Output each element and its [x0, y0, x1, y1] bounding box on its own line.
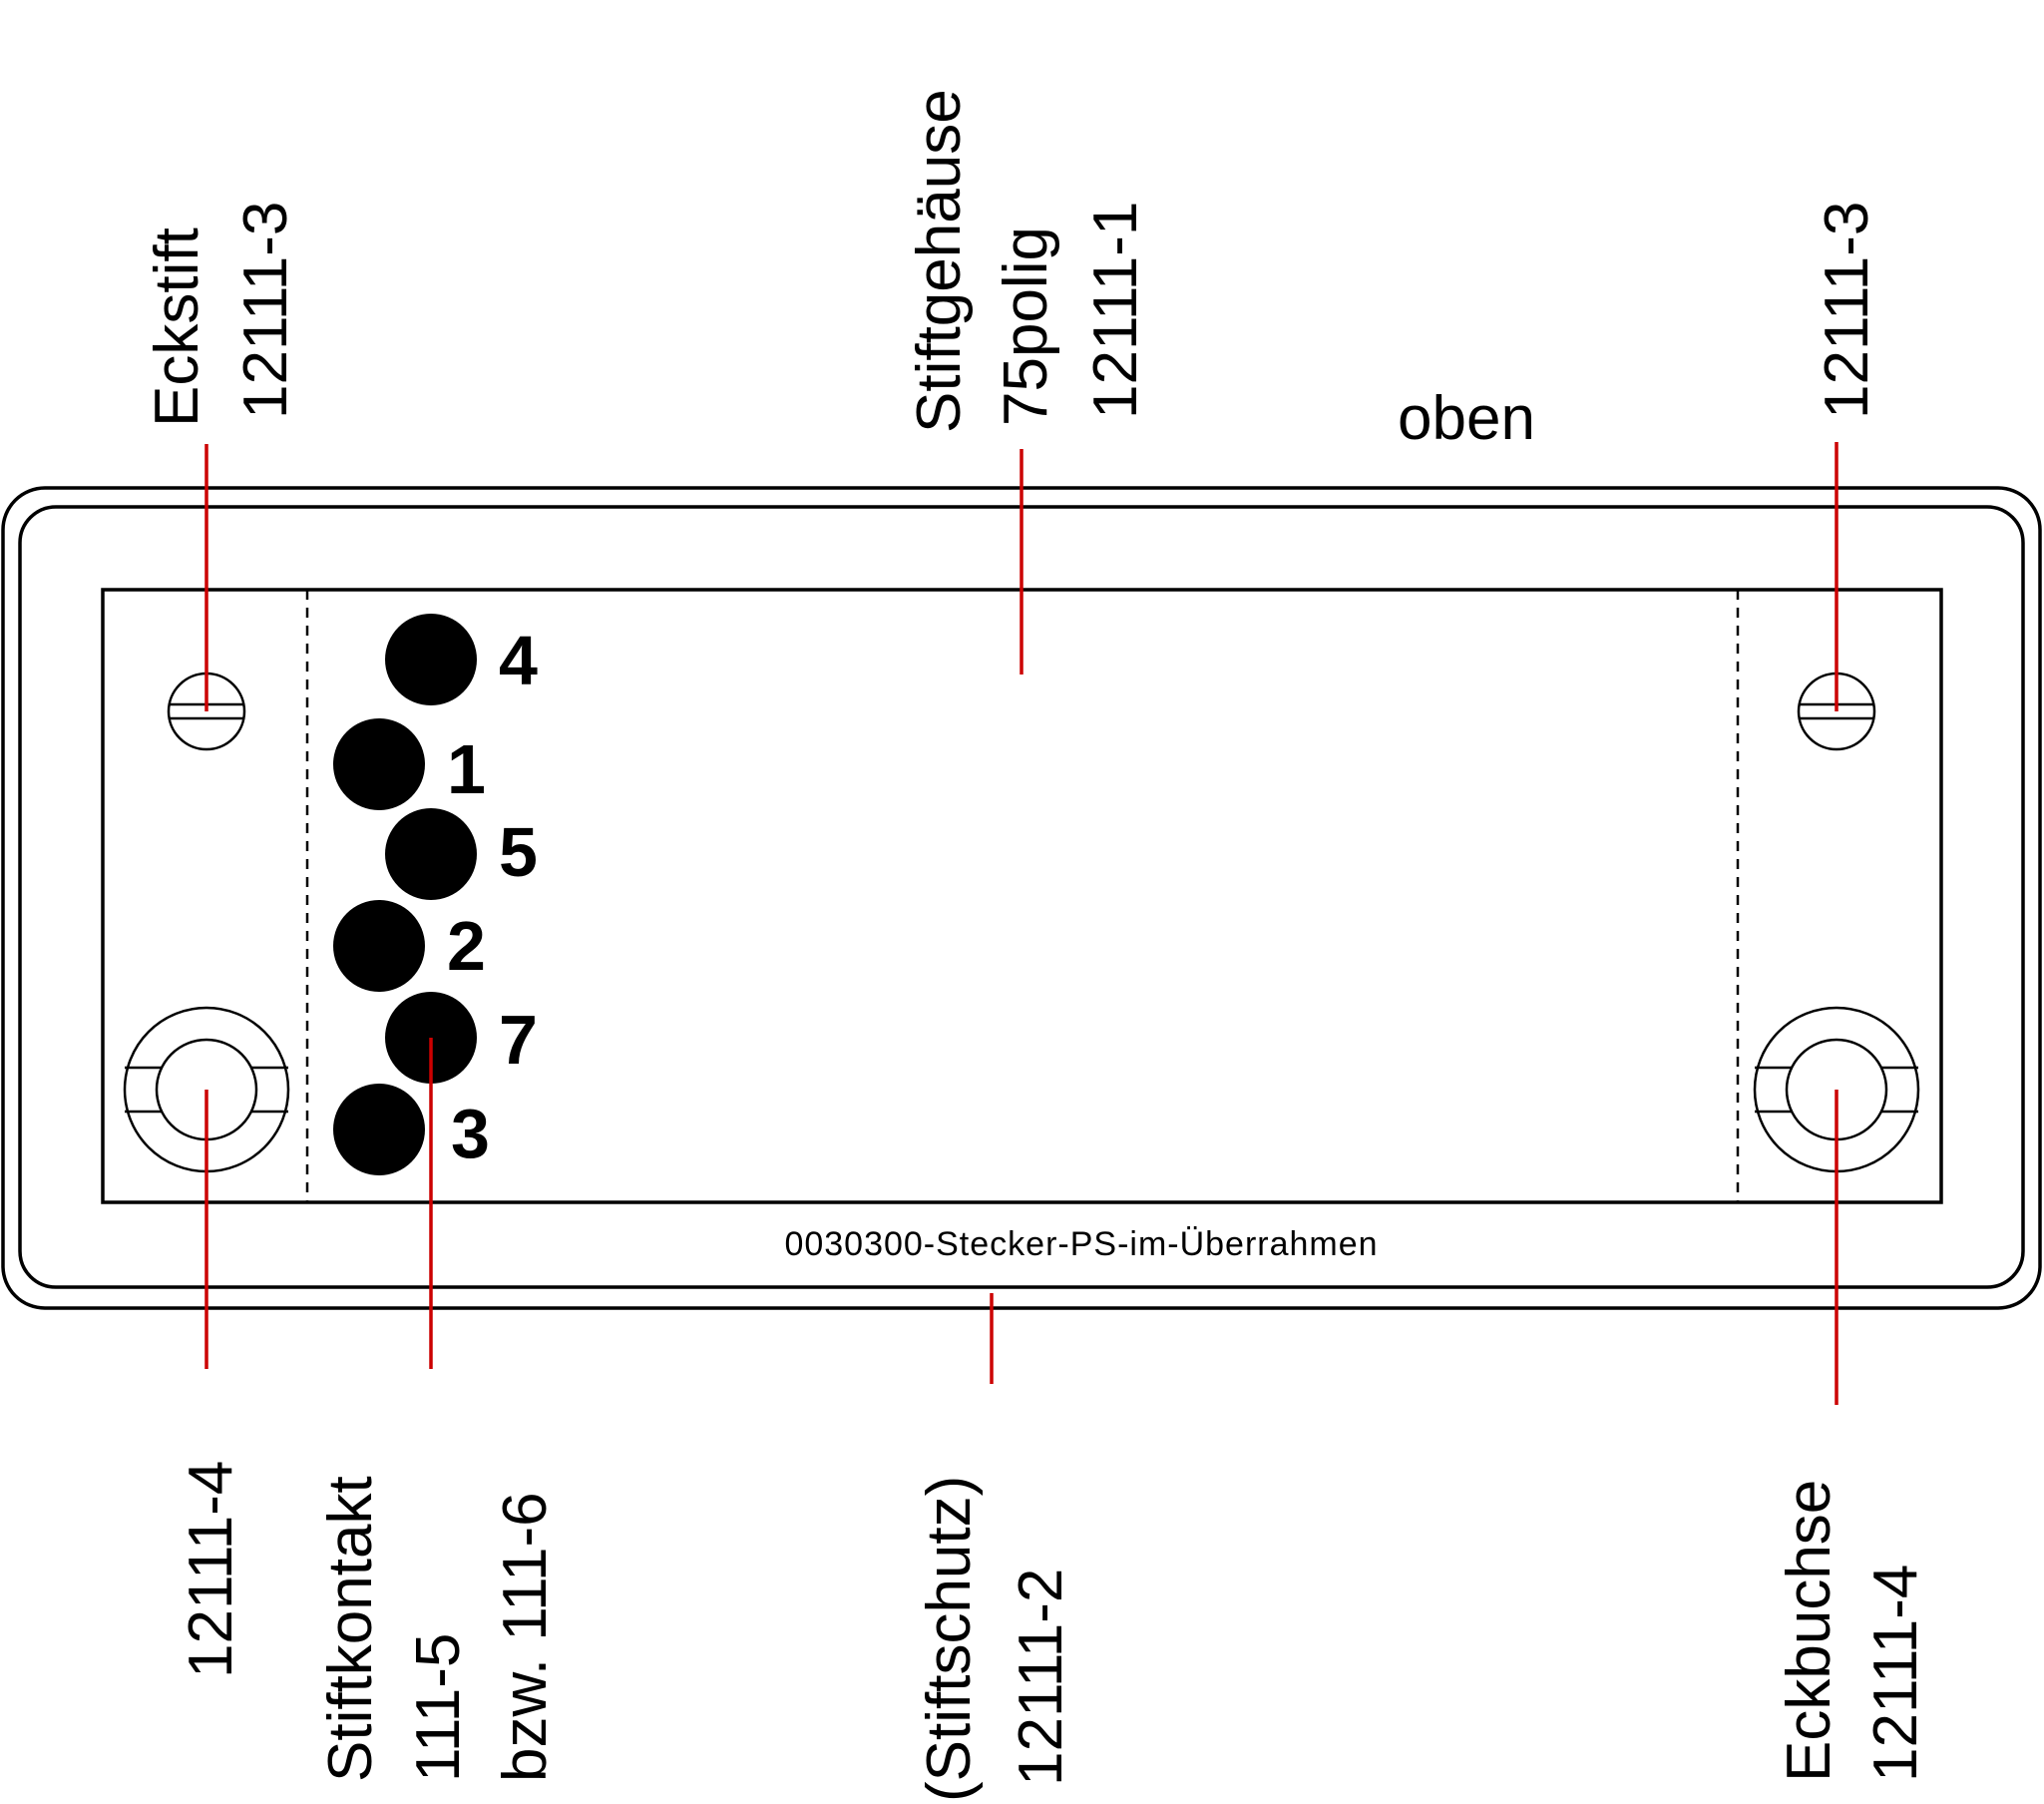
label-contact-alt: bzw. 111-6: [491, 1492, 560, 1782]
label-corner-pin-name: Eckstift: [143, 227, 211, 427]
label-housing-poles: 75polig: [992, 226, 1060, 426]
contact-2: 2: [333, 900, 486, 992]
label-corner-pin-code-right: 12111-3: [1813, 202, 1881, 419]
contact-number: 2: [447, 907, 486, 985]
label-corner-socket-code-right: 12111-4: [1861, 1565, 1930, 1782]
contact-number: 3: [451, 1095, 490, 1172]
label-corner-pin-code-left: 12111-3: [231, 202, 300, 419]
contact-dot: [333, 718, 425, 810]
contact-number: 1: [447, 730, 486, 808]
contact-3: 3: [333, 1084, 490, 1175]
label-corner-socket-code-left: 12111-4: [177, 1461, 245, 1678]
contact-number: 7: [499, 1001, 538, 1079]
contact-number: 5: [499, 813, 538, 891]
contact-dot: [333, 900, 425, 992]
contact-4: 4: [385, 614, 538, 705]
label-housing-name: Stiftgehäuse: [905, 89, 974, 433]
label-pin-guard-name: (Stiftschutz): [915, 1476, 984, 1802]
label-housing-code: 12111-1: [1081, 202, 1150, 419]
label-contact-name: Stiftkontakt: [316, 1476, 385, 1782]
contact-dot: [385, 808, 477, 900]
orientation-label: oben: [1398, 384, 1535, 453]
contact-5: 5: [385, 808, 538, 900]
contact-7: 7: [385, 992, 538, 1084]
label-contact-code: 111-5: [404, 1633, 473, 1782]
label-pin-guard-code: 12111-2: [1007, 1569, 1075, 1786]
document-id: 0030300-Stecker-PS-im-Überrahmen: [784, 1225, 1378, 1263]
label-corner-socket-name: Eckbuchse: [1775, 1480, 1843, 1782]
contact-1: 1: [333, 718, 486, 810]
contact-dot: [333, 1084, 425, 1175]
contact-number: 4: [499, 622, 538, 699]
contact-dot: [385, 614, 477, 705]
